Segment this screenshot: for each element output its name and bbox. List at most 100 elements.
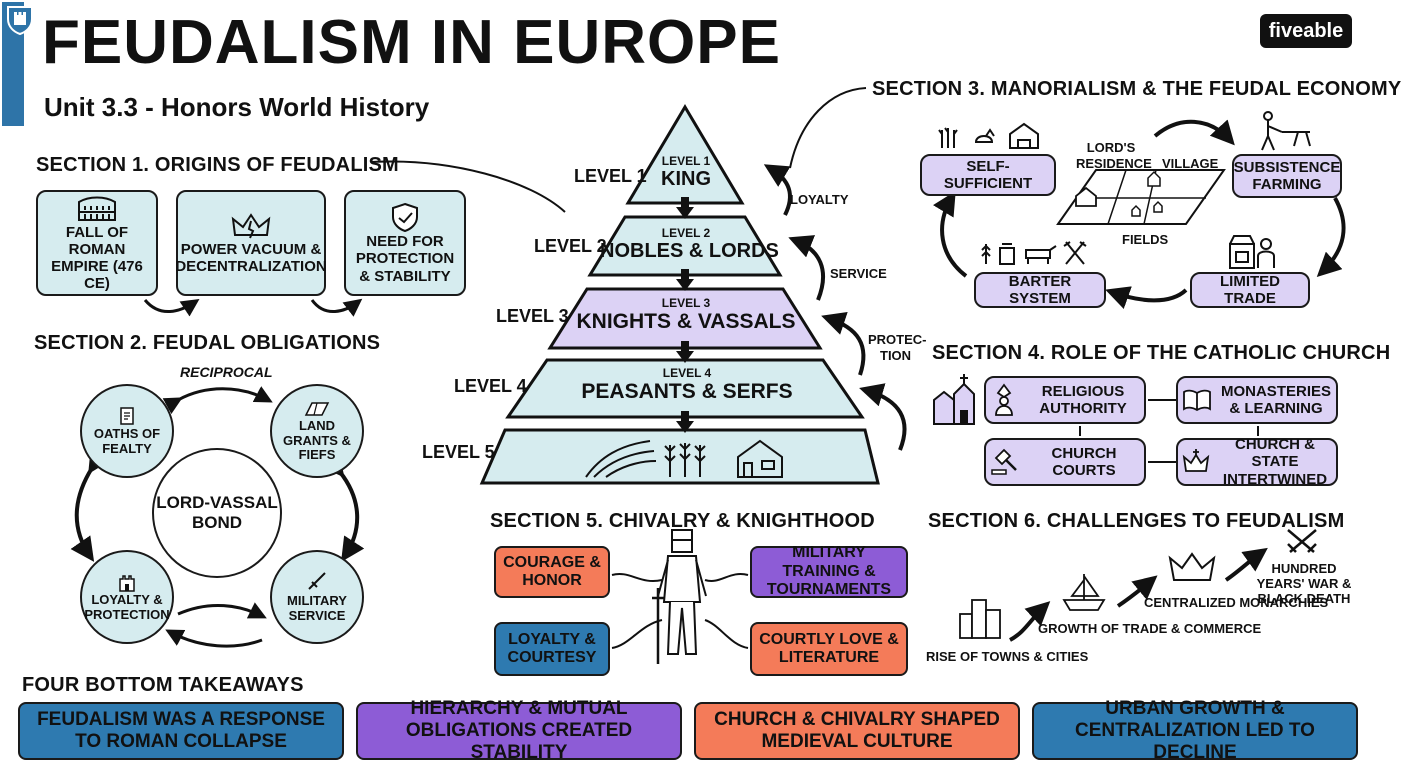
fields-label: FIELDS (1122, 232, 1169, 247)
origin-box-rome: FALL OF ROMAN EMPIRE (476 CE) (36, 190, 158, 296)
fields-icon (585, 440, 657, 478)
takeaway-card-3: CHURCH & CHIVALRY SHAPED MEDIEVAL CULTUR… (694, 702, 1020, 760)
page-title: FEUDALISM IN EUROPE (42, 8, 781, 77)
tier-name: NOBLES & LORDS (600, 240, 779, 262)
village-label: VILLAGE (1162, 156, 1219, 171)
crown-icon (1168, 552, 1216, 581)
gavel-icon (991, 448, 1017, 475)
section5-heading: SECTION 5. CHIVALRY & KNIGHTHOOD (490, 510, 875, 532)
section4-heading: SECTION 4. ROLE OF THE CATHOLIC CHURCH (932, 342, 1391, 364)
loyalty-courtesy-chip: LOYALTY & COURTESY (494, 622, 610, 676)
house-icon (737, 439, 783, 478)
scroll-icon (120, 407, 134, 425)
takeaways-heading: FOUR BOTTOM TAKEAWAYS (22, 674, 304, 696)
takeaway-card-2: HIERARCHY & MUTUAL OBLIGATIONS CREATED S… (356, 698, 682, 763)
node-label: MILITARY SERVICE (287, 593, 347, 623)
church-state-box: CHURCH & STATE INTERTWINED (1176, 436, 1338, 488)
level-1-label: LEVEL 1 (574, 166, 647, 186)
chip-label: MILITARY TRAINING & TOURNAMENTS (766, 544, 892, 599)
tier-name: KNIGHTS & VASSALS (576, 310, 796, 333)
box-label: MONASTERIES & LEARNING (1220, 382, 1331, 417)
origin-label: NEED FOR PROTECTION & STABILITY (355, 233, 455, 285)
tier-name: KING (661, 168, 711, 190)
origin-label: POWER VACUUM & DECENTRALIZATION (175, 240, 327, 275)
page-subtitle: Unit 3.3 - Honors World History (44, 92, 430, 122)
book-icon (1183, 389, 1211, 412)
feudal-pyramid (479, 104, 880, 485)
takeaway-text: FEUDALISM WAS A RESPONSE TO ROMAN COLLAP… (37, 709, 325, 752)
merchant-stall-icon (1229, 235, 1275, 269)
origin-box-protection: NEED FOR PROTECTION & STABILITY (344, 190, 466, 296)
manor-map-icon (1056, 169, 1226, 225)
sword-icon (308, 572, 326, 590)
origin-box-power-vacuum: POWER VACUUM & DECENTRALIZATION (175, 190, 327, 296)
section2-heading: SECTION 2. FEUDAL OBLIGATIONS (34, 332, 381, 354)
down-arrows (676, 197, 694, 433)
node-label: OATHS OF FEALTY (93, 426, 161, 456)
tier-label-peasants: LEVEL 4 PEASANTS & SERFS (581, 366, 793, 403)
limited-trade-box: LIMITED TRADE (1190, 272, 1310, 308)
node-oaths: OATHS OF FEALTY (80, 384, 174, 478)
level-3-label: LEVEL 3 (496, 306, 569, 326)
takeaway-text: HIERARCHY & MUTUAL OBLIGATIONS CREATED S… (405, 698, 633, 763)
self-sufficient-box: SELF-SUFFICIENT (920, 154, 1056, 196)
node-military: MILITARY SERVICE (270, 550, 364, 644)
section1-heading: SECTION 1. ORIGINS OF FEUDALISM (36, 154, 399, 176)
origin-label: FALL OF ROMAN EMPIRE (476 CE) (51, 223, 143, 293)
chip-label: LOYALTY & COURTESY (507, 630, 597, 666)
tier-label-nobles: LEVEL 2 NOBLES & LORDS (600, 226, 779, 262)
level-4-label: LEVEL 4 (454, 376, 527, 396)
courtly-love-chip: COURTLY LOVE & LITERATURE (750, 622, 908, 676)
protection-label-1: PROTEC- (868, 332, 927, 347)
knight-icon (652, 529, 707, 664)
takeaway-text: URBAN GROWTH & CENTRALIZATION LED TO DEC… (1075, 698, 1315, 763)
reciprocal-label: RECIPROCAL (180, 364, 273, 380)
barter-system-box: BARTER SYSTEM (974, 272, 1106, 308)
ship-icon (1062, 574, 1106, 611)
step-trade: GROWTH OF TRADE & COMMERCE (1038, 621, 1262, 636)
takeaway-text: CHURCH & CHIVALRY SHAPED MEDIEVAL CULTUR… (714, 709, 1000, 752)
farmer-plow-icon (1261, 111, 1311, 151)
box-label: SUBSISTENCE FARMING (1233, 158, 1341, 193)
service-label: SERVICE (830, 266, 887, 281)
node-land-grants: LAND GRANTS & FIEFS (270, 384, 364, 478)
takeaway-card-1: FEUDALISM WAS A RESPONSE TO ROMAN COLLAP… (18, 702, 344, 760)
farm-icons (938, 122, 1039, 149)
step-monarchies: CENTRALIZED MONARCHIES (1144, 595, 1329, 610)
tier-nobles (587, 215, 783, 277)
protection-label-2: TION (880, 348, 912, 363)
section3-heading: SECTION 3. MANORIALISM & THE FEUDAL ECON… (872, 78, 1401, 100)
monasteries-box: MONASTERIES & LEARNING (1176, 376, 1338, 424)
brand-logo: fiveable (1260, 14, 1352, 48)
religious-authority-box: RELIGIOUS AUTHORITY (984, 376, 1146, 424)
lord-vassal-bond: LORD-VASSAL BOND (152, 448, 282, 578)
land-map-icon (304, 401, 330, 416)
tier-label-knights: LEVEL 3 KNIGHTS & VASSALS (576, 296, 796, 333)
cathedral-icon (933, 374, 975, 425)
tier-peasants (505, 358, 865, 419)
lords-residence-label: LORD'S RESIDENCE (1076, 140, 1152, 171)
courage-honor-chip: COURAGE & HONOR (494, 546, 610, 598)
chip-label: COURTLY LOVE & LITERATURE (759, 630, 899, 666)
crops-icon (664, 443, 706, 477)
chip-label: COURAGE & HONOR (503, 553, 601, 589)
barter-goods-icons (981, 241, 1087, 265)
box-label: LIMITED TRADE (1220, 272, 1280, 307)
tier-label-king: LEVEL 1 KING (661, 154, 711, 190)
broken-crown-icon (231, 212, 271, 239)
node-label: LOYALTY & PROTECTION (84, 592, 170, 622)
box-label: CHURCH COURTS (1051, 444, 1117, 479)
tier-land (479, 428, 880, 485)
city-icon (959, 599, 1001, 639)
level-5-label: LEVEL 5 (422, 442, 495, 462)
crossed-swords-icon (1287, 529, 1317, 553)
crown-cross-icon (1182, 449, 1210, 472)
node-loyalty: LOYALTY & PROTECTION (80, 550, 174, 644)
tier-name: PEASANTS & SERFS (581, 380, 793, 403)
step-war: HUNDRED YEARS' WAR & BLACK DEATH (1256, 561, 1352, 606)
church-courts-box: CHURCH COURTS (984, 438, 1146, 486)
shield-hand-icon (392, 203, 418, 233)
tier-knights (547, 287, 823, 350)
node-label: LAND GRANTS & FIEFS (283, 417, 351, 463)
section6-heading: SECTION 6. CHALLENGES TO FEUDALISM (928, 510, 1345, 532)
